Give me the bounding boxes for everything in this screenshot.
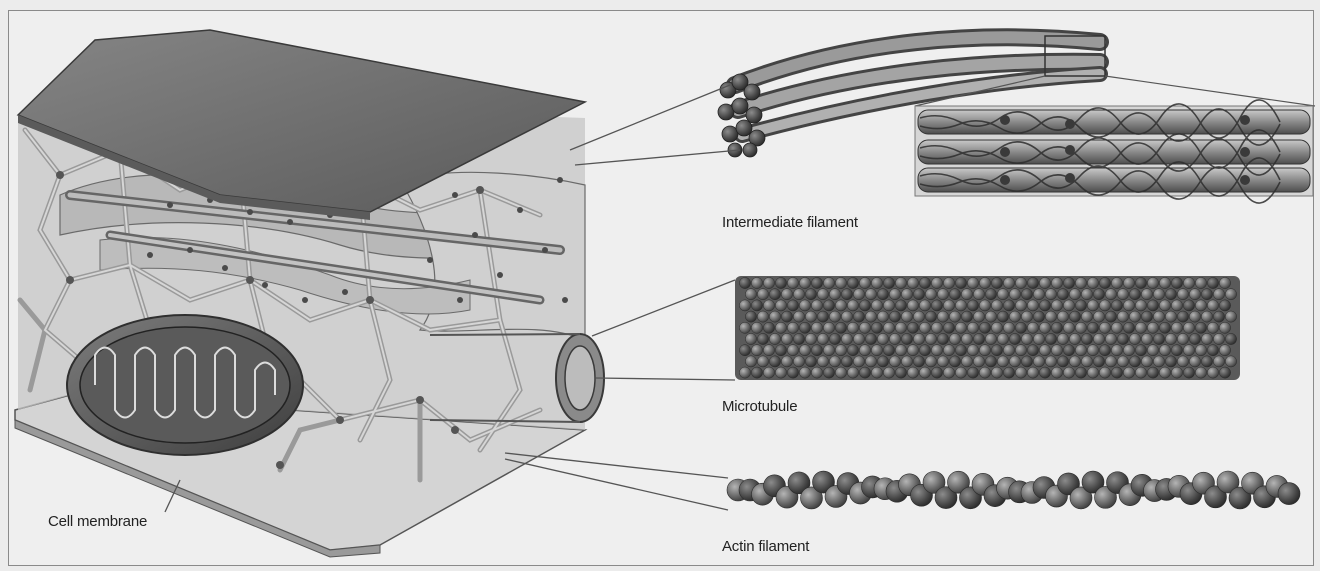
label-cell-membrane: Cell membrane [48,513,147,530]
intermediate-filament-detail [915,100,1313,203]
label-intermediate-filament: Intermediate filament [722,214,858,231]
mitochondrion [67,315,303,455]
microtubule-detail [735,276,1240,380]
label-actin-filament: Actin filament [722,538,809,555]
actin-filament-detail [727,471,1300,509]
label-microtubule: Microtubule [722,398,797,415]
